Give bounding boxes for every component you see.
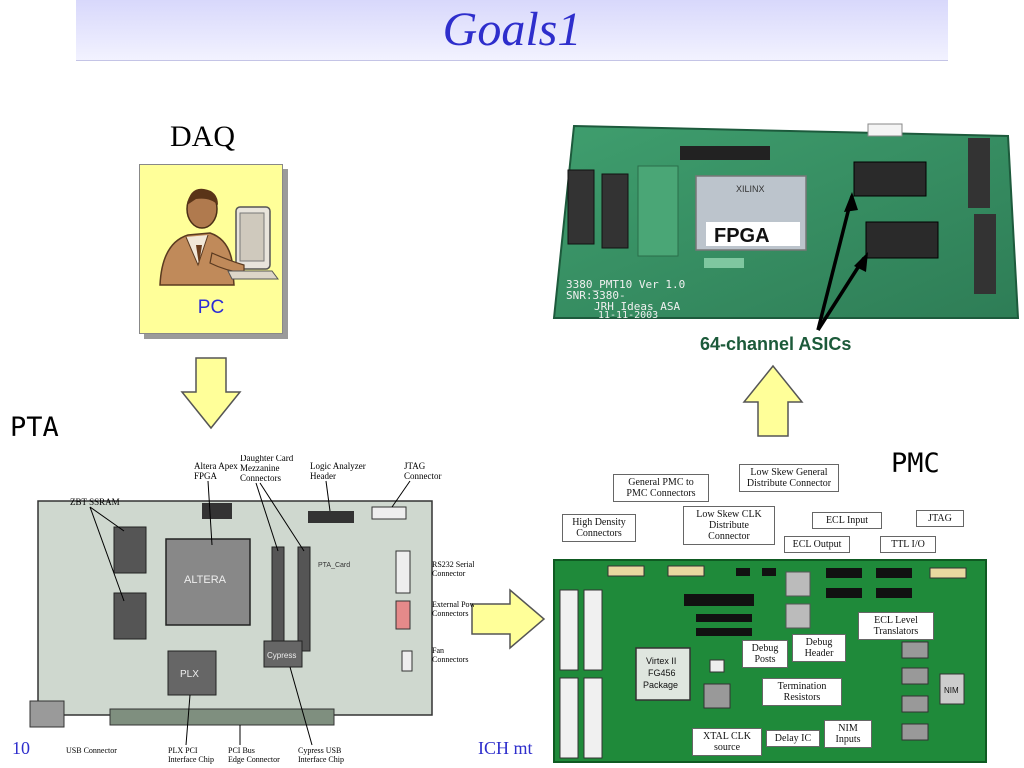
callout-pcibus-2: Edge Connector xyxy=(228,755,280,764)
altera-fpga-chip xyxy=(165,538,251,626)
callout-daughter-2: Mezzanine xyxy=(240,463,279,473)
callout-daughter-1: Daughter Card xyxy=(240,455,294,463)
silkscreen-line-2: SNR:3380- xyxy=(566,289,626,302)
fpga-label: FPGA xyxy=(714,225,770,247)
callout-altera-2: FPGA xyxy=(194,471,218,481)
callout-plx-1: PLX PCI xyxy=(168,746,198,755)
callout-debug-header: Debug Header xyxy=(792,634,846,662)
zbt-ssram-chip xyxy=(113,526,147,574)
arrow-down-icon xyxy=(180,357,242,430)
callout-termination: Termination Resistors xyxy=(762,678,842,706)
callout-altera-1: Altera Apex xyxy=(194,461,238,471)
callout-rs232-1: RS232 Serial xyxy=(432,560,474,569)
xilinx-brand-text: XILINX xyxy=(736,184,765,194)
callout-fan-1: Fan xyxy=(432,646,444,655)
daq-label: DAQ xyxy=(170,120,235,153)
pta-board-diagram: ALTERA PTA_Card PLX Cypress ZBT SSRAM Al… xyxy=(29,455,474,764)
callout-nim-inputs: NIM Inputs xyxy=(824,720,872,748)
callout-ecl-level: ECL Level Translators xyxy=(858,612,934,640)
pc-box: PC xyxy=(139,164,283,334)
pta-label: PTA xyxy=(10,412,59,443)
arrow-up-icon xyxy=(742,364,804,437)
callout-delay-ic: Delay IC xyxy=(766,730,820,747)
callout-extpow-2: Connectors xyxy=(432,609,468,618)
altera-chip-text: ALTERA xyxy=(184,574,227,586)
callout-ecl-input: ECL Input xyxy=(812,512,882,529)
pmc-label: PMC xyxy=(891,448,940,479)
callout-cypress-1: Cypress USB xyxy=(298,746,341,755)
callout-general-pmc: General PMC to PMC Connectors xyxy=(613,474,709,502)
callout-rs232-2: Connector xyxy=(432,569,466,578)
plx-pci-chip xyxy=(167,650,217,696)
silkscreen-line-4: 11-11-2003 xyxy=(598,310,658,321)
callout-logic-1: Logic Analyzer xyxy=(310,461,366,471)
pmc-board-photo: XILINX FPGA 3380_PMT10 Ver 1.0 SNR:3380-… xyxy=(552,123,1020,354)
callout-low-skew-clk: Low Skew CLK Distribute Connector xyxy=(683,506,775,545)
slide-title: Goals1 xyxy=(442,3,582,56)
callout-logic-2: Header xyxy=(310,471,336,481)
silkscreen-line-3: JRH Ideas ASA xyxy=(594,300,680,313)
callout-zbt: ZBT SSRAM xyxy=(70,497,120,507)
board-name-text: PTA_Card xyxy=(318,562,350,569)
person-at-computer-icon xyxy=(159,188,279,286)
callout-extpow-1: External Pow xyxy=(432,600,474,609)
callout-cypress-2: Interface Chip xyxy=(298,755,344,764)
callout-high-density: High Density Connectors xyxy=(562,514,636,542)
virtex-line-3: Package xyxy=(643,680,678,690)
asic-caption: 64-channel ASICs xyxy=(700,334,851,354)
callout-usb: USB Connector xyxy=(66,746,117,755)
virtex-chip xyxy=(635,647,691,701)
callout-ttl-io: TTL I/O xyxy=(880,536,936,553)
callout-ecl-output: ECL Output xyxy=(784,536,850,553)
callout-plx-2: Interface Chip xyxy=(168,755,214,764)
title-bar xyxy=(76,0,948,61)
zbt-ssram-chip xyxy=(113,592,147,640)
silkscreen-line-1: 3380_PMT10 Ver 1.0 xyxy=(566,278,685,291)
footer-text: ICH mt xyxy=(478,738,533,758)
cypress-usb-chip xyxy=(263,640,303,668)
virtex-line-2: FG456 xyxy=(648,668,676,678)
callout-debug-posts: Debug Posts xyxy=(742,640,788,668)
callout-pcibus-1: PCI Bus xyxy=(228,746,255,755)
callout-jtag-1: JTAG xyxy=(404,461,426,471)
plx-chip-text: PLX xyxy=(180,669,199,680)
callout-fan-2: Connectors xyxy=(432,655,468,664)
arrow-right-icon xyxy=(471,588,546,650)
nim-chip-text: NIM xyxy=(944,686,959,695)
cypress-chip-text: Cypress xyxy=(267,651,296,660)
pc-label: PC xyxy=(197,297,225,318)
callout-low-skew-general: Low Skew General Distribute Connector xyxy=(739,464,839,492)
virtex-line-1: Virtex II xyxy=(646,656,676,666)
callout-jtag: JTAG xyxy=(916,510,964,527)
slide-number: 10 xyxy=(12,738,30,758)
callout-xtal: XTAL CLK source xyxy=(692,728,762,756)
callout-daughter-3: Connectors xyxy=(240,473,281,483)
callout-jtag-2: Connector xyxy=(404,471,442,481)
